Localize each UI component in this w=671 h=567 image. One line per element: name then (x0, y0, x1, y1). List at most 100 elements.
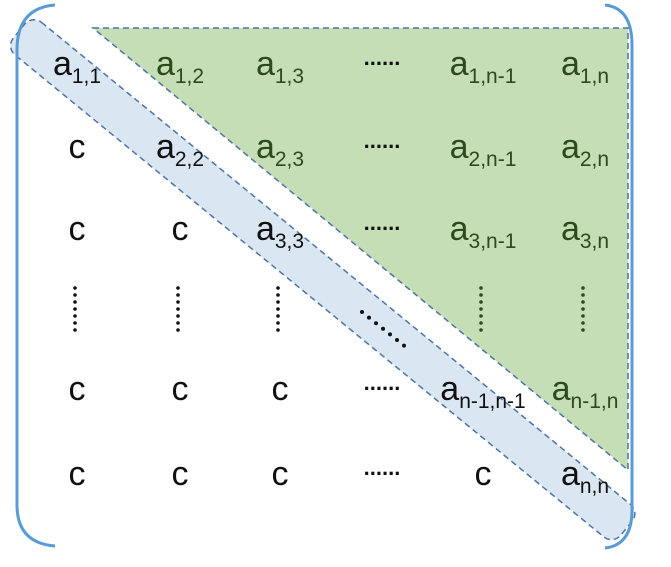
entry-subscript: 2,n (580, 148, 609, 171)
ellipsis-dot (479, 307, 483, 311)
matrix-entry: a1,n (561, 45, 609, 88)
horizontal-ellipsis: ...... (364, 370, 401, 395)
matrix-entry: a1,2 (156, 45, 204, 88)
matrix-entry: a3,3 (256, 210, 304, 253)
ellipsis-dot (581, 328, 585, 332)
ellipsis-dot (176, 293, 180, 297)
ellipsis-dot (479, 328, 483, 332)
entry-subscript: 2,n-1 (469, 148, 517, 171)
entry-subscript: 1,2 (175, 65, 204, 88)
ellipsis-dot (479, 321, 483, 325)
ellipsis-dot (176, 300, 180, 304)
matrix-entry: a1,3 (256, 45, 304, 88)
entry-base: c (272, 370, 289, 408)
ellipsis-dot (176, 314, 180, 318)
entry-subscript: 1,n-1 (469, 65, 517, 88)
ellipsis-dot (388, 332, 392, 337)
entry-base: a (156, 128, 175, 166)
entry-base: c (272, 455, 289, 493)
horizontal-ellipsis: ...... (364, 128, 401, 153)
ellipsis-dot (479, 286, 483, 290)
matrix-entry: an-1,n (552, 370, 619, 413)
entry-base: c (172, 370, 189, 408)
vertical-ellipsis (176, 286, 180, 332)
entry-base: a (561, 455, 580, 493)
ellipsis-dot (381, 326, 385, 331)
ellipsis-dot (581, 300, 585, 304)
matrix-entry: a1,1 (53, 45, 101, 88)
entry-base: c (69, 370, 86, 408)
horizontal-ellipsis: ...... (364, 455, 401, 480)
entry-base: a (440, 370, 459, 408)
ellipsis-dot (479, 300, 483, 304)
entry-base: a (561, 210, 580, 248)
matrix-entry: an,n (561, 455, 609, 498)
entry-subscript: n,n (580, 475, 609, 498)
entry-base: a (561, 45, 580, 83)
horizontal-ellipsis: ...... (364, 45, 401, 70)
entry-subscript: 1,1 (72, 65, 101, 88)
entry-subscript: 3,n (580, 230, 609, 253)
entry-base: c (69, 210, 86, 248)
left-bracket (15, 3, 56, 548)
ellipsis-dot (73, 286, 77, 290)
ellipsis-dot (176, 328, 180, 332)
entry-base: a (450, 128, 469, 166)
ellipsis-dot (581, 293, 585, 297)
entry-base: a (552, 370, 571, 408)
ellipsis-dot (395, 338, 399, 342)
constant-entry: c (475, 455, 492, 493)
entry-base: c (475, 455, 492, 493)
matrix-entry: a3,n (561, 210, 609, 253)
ellipsis-dot (73, 300, 77, 304)
matrix-entry: an-1,n-1 (440, 370, 525, 413)
entry-base: c (69, 455, 86, 493)
ellipsis-dot (276, 286, 280, 290)
entry-subscript: 1,3 (275, 65, 304, 88)
matrix-entry: a2,2 (156, 128, 204, 171)
entry-subscript: n-1,n-1 (459, 390, 526, 413)
matrix-entry: a2,3 (256, 128, 304, 171)
matrix-entry: a3,n-1 (450, 210, 517, 253)
ellipsis-dot (73, 293, 77, 297)
ellipsis-dot (276, 314, 280, 318)
entry-base: a (156, 45, 175, 83)
ellipsis-dot (176, 307, 180, 311)
entry-base: a (450, 210, 469, 248)
diagonal-ellipsis (360, 310, 406, 348)
entry-base: a (256, 210, 275, 248)
vertical-ellipsis (276, 286, 280, 332)
entry-base: c (172, 455, 189, 493)
ellipsis-dot (374, 321, 378, 326)
ellipsis-dot (276, 307, 280, 311)
matrix-entry: a1,n-1 (450, 45, 517, 88)
entry-subscript: 2,2 (175, 148, 204, 171)
ellipsis-dot (581, 307, 585, 311)
vertical-ellipsis (479, 286, 483, 332)
ellipsis-dot (73, 307, 77, 311)
entry-subscript: 3,n-1 (469, 230, 517, 253)
entry-subscript: 2,3 (275, 148, 304, 171)
ellipsis-dot (367, 315, 371, 320)
horizontal-ellipsis: ...... (364, 210, 401, 235)
ellipsis-dot (276, 321, 280, 325)
constant-entry: c (172, 210, 189, 248)
ellipsis-dot (479, 314, 483, 318)
entry-subscript: 3,3 (275, 230, 304, 253)
vertical-ellipsis (73, 286, 77, 332)
upper-triangle-region (90, 27, 629, 472)
constant-entry: c (69, 455, 86, 493)
matrix-entry: a2,n (561, 128, 609, 171)
entry-base: a (256, 128, 275, 166)
ellipsis-dot (581, 321, 585, 325)
ellipsis-dot (581, 286, 585, 290)
entry-base: a (53, 45, 72, 83)
entry-base: c (172, 210, 189, 248)
ellipsis-dot (176, 286, 180, 290)
entry-subscript: n-1,n (571, 390, 619, 413)
ellipsis-dot (276, 328, 280, 332)
ellipsis-dot (276, 293, 280, 297)
entry-base: a (561, 128, 580, 166)
